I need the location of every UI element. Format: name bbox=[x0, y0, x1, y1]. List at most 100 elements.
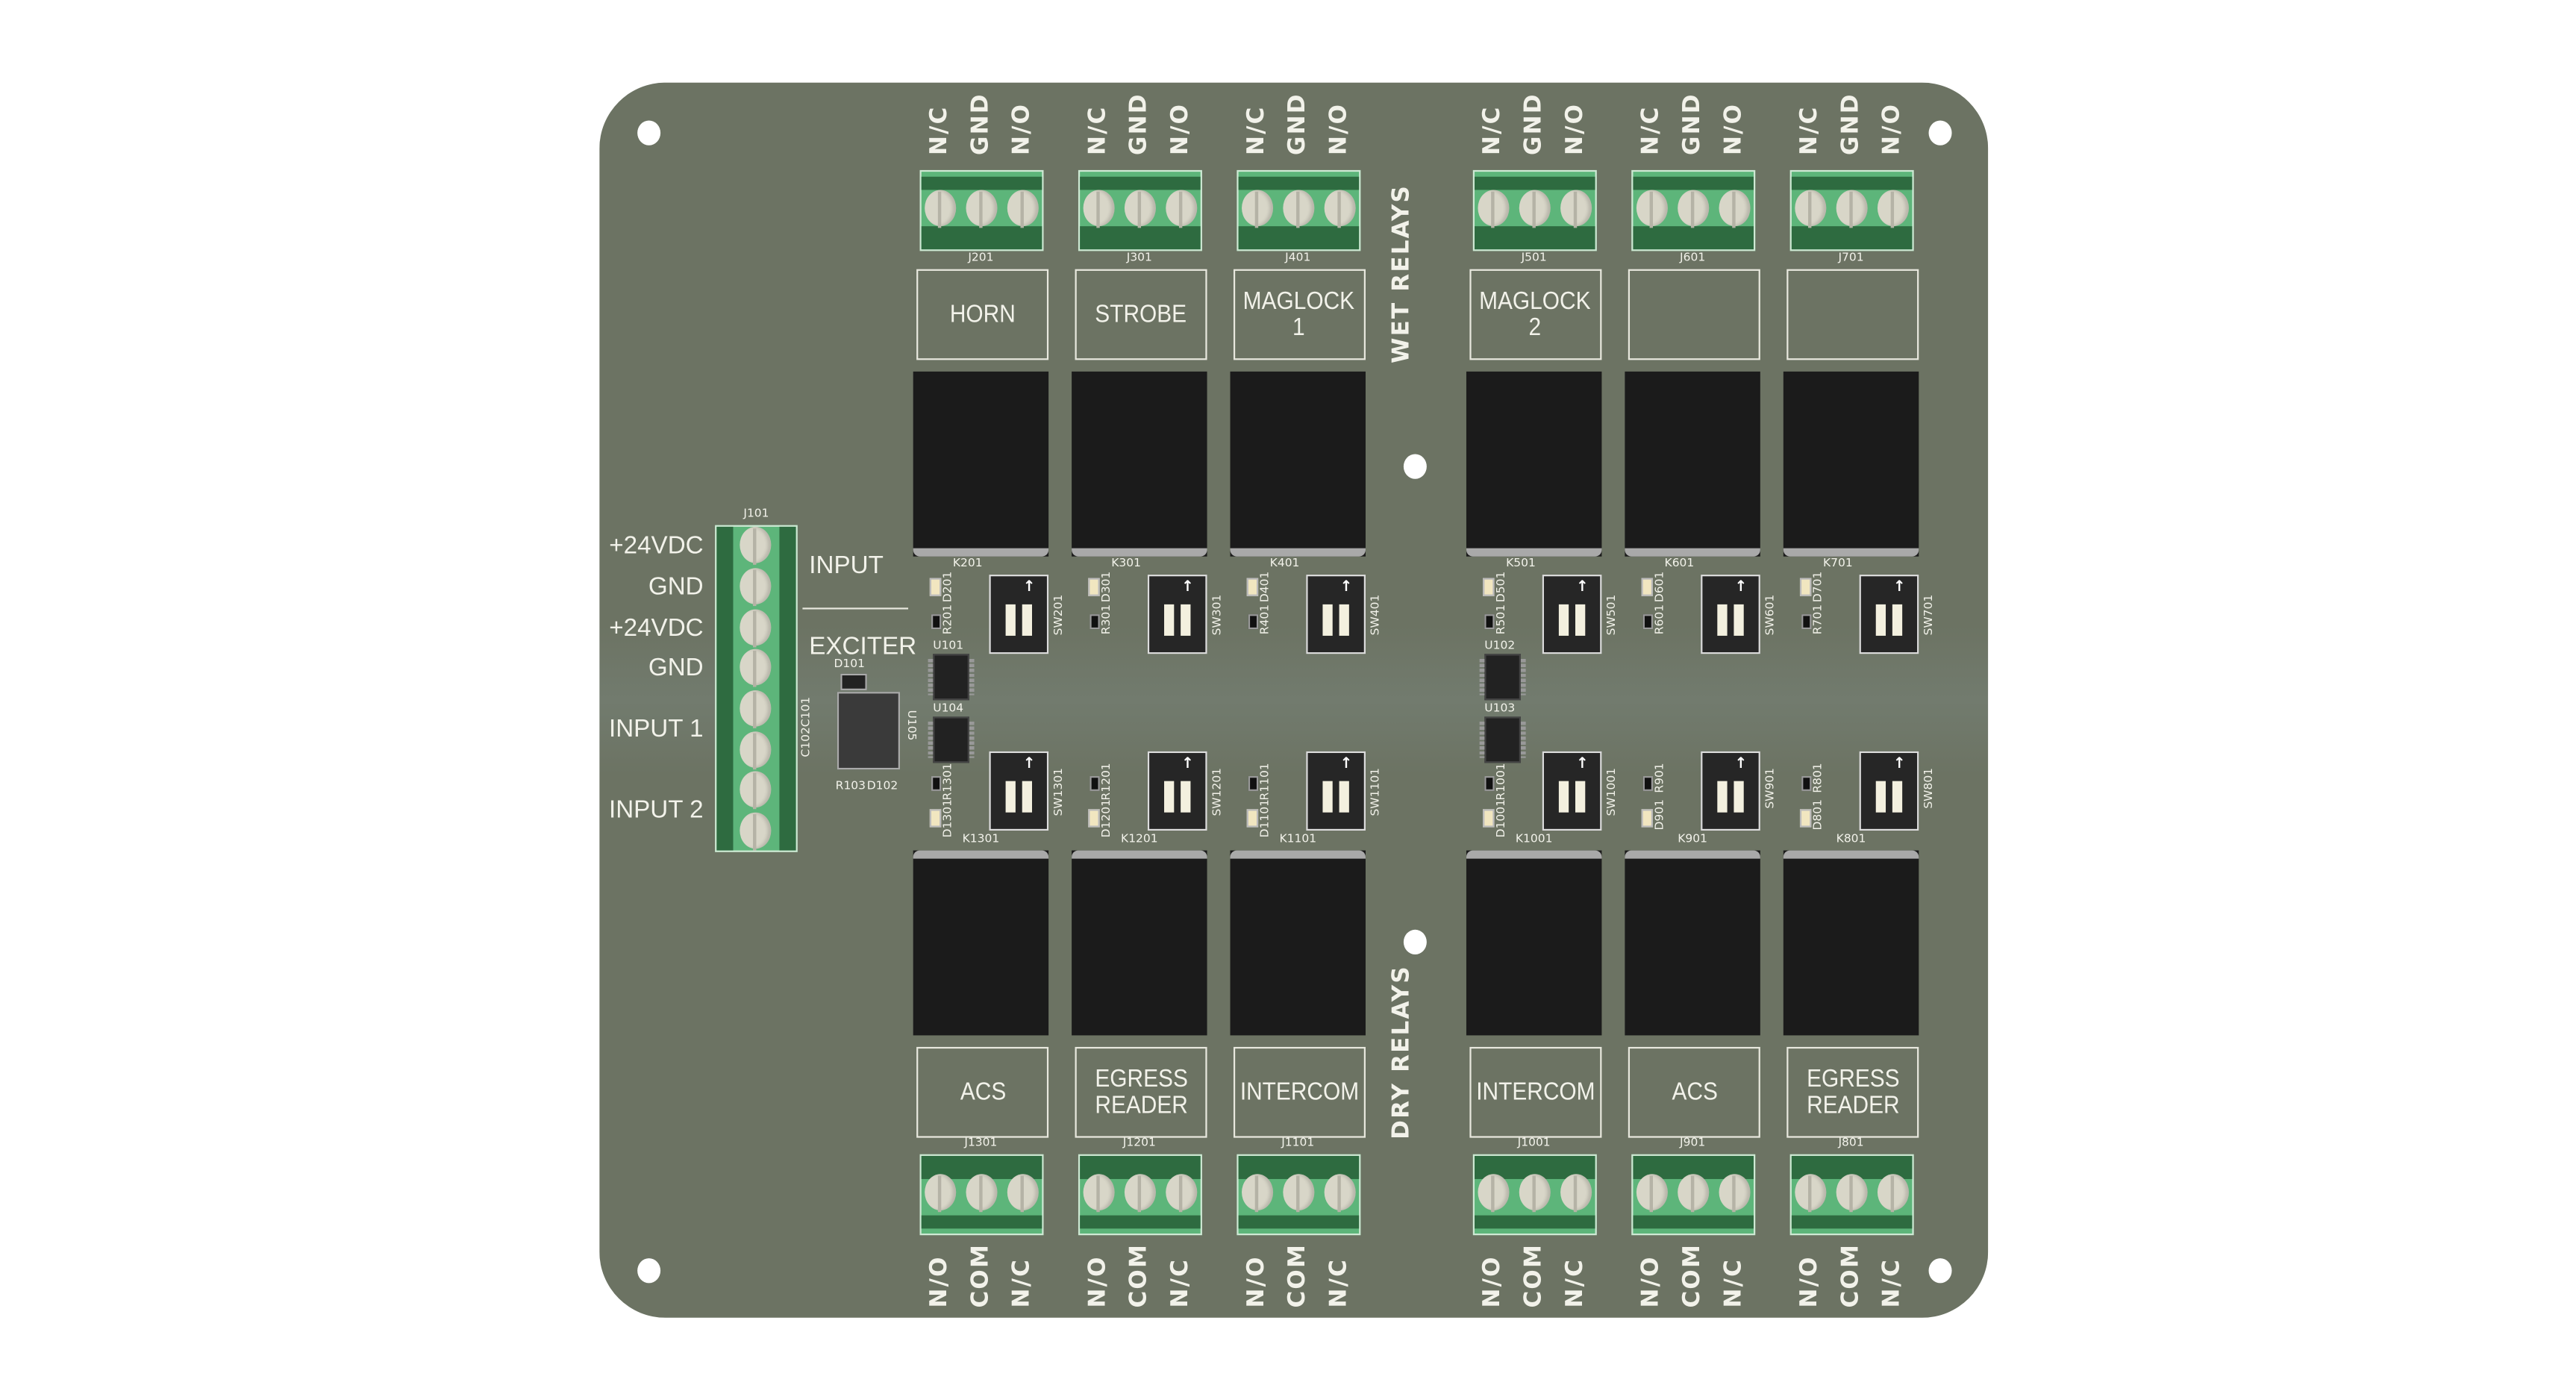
relay-k501 bbox=[1466, 371, 1602, 557]
switch-lever[interactable] bbox=[1339, 604, 1349, 636]
terminal-pin-label: N/C bbox=[1638, 105, 1665, 156]
dip-switch[interactable]: ↑ bbox=[1306, 751, 1366, 831]
arrow-up-icon: ↑ bbox=[1892, 756, 1906, 773]
mounting-hole bbox=[1403, 929, 1427, 954]
terminal-pin-label: N/C bbox=[1879, 1257, 1906, 1308]
switch-lever[interactable] bbox=[1734, 781, 1744, 813]
relay-k1301 bbox=[913, 850, 1049, 1036]
dip-switch[interactable]: ↑ bbox=[1542, 751, 1602, 831]
dip-switch[interactable]: ↑ bbox=[1701, 575, 1760, 654]
screw-terminal bbox=[1166, 1174, 1198, 1213]
terminal-pin-label: N/C bbox=[1325, 1257, 1353, 1308]
status-led bbox=[1799, 578, 1812, 596]
switch-lever[interactable] bbox=[1734, 604, 1744, 636]
terminal-pin-label: N/O bbox=[926, 1255, 953, 1308]
dip-switch[interactable]: ↑ bbox=[1859, 575, 1919, 654]
dip-switch[interactable]: ↑ bbox=[1542, 575, 1602, 654]
switch-lever[interactable] bbox=[1164, 781, 1175, 813]
switch-lever[interactable] bbox=[1022, 781, 1032, 813]
switch-lever[interactable] bbox=[1575, 604, 1586, 636]
channel-label-box: HORN bbox=[916, 269, 1049, 360]
pcb-board bbox=[599, 82, 1989, 1318]
terminal-pin-label: COM bbox=[1679, 1243, 1706, 1308]
switch-lever[interactable] bbox=[1558, 604, 1569, 636]
dip-switch[interactable]: ↑ bbox=[989, 575, 1049, 654]
relay-ref: K401 bbox=[1269, 556, 1300, 570]
led-ref: D801 bbox=[1811, 798, 1825, 831]
screw-terminal bbox=[1283, 190, 1315, 228]
terminal-pin-label: N/O bbox=[1720, 102, 1748, 156]
terminal-block-j401 bbox=[1237, 169, 1361, 251]
connector-ref: J501 bbox=[1521, 251, 1547, 265]
dip-switch[interactable]: ↑ bbox=[1147, 575, 1207, 654]
switch-lever[interactable] bbox=[1164, 604, 1175, 636]
u104-ref: U104 bbox=[933, 701, 964, 716]
arrow-up-icon: ↑ bbox=[1734, 579, 1748, 596]
led-ref: D501 bbox=[1494, 571, 1508, 603]
switch-lever[interactable] bbox=[1575, 781, 1586, 813]
dip-switch[interactable]: ↑ bbox=[989, 751, 1049, 831]
ic-u103 bbox=[1479, 716, 1526, 763]
switch-lever[interactable] bbox=[1181, 604, 1191, 636]
ic-u102 bbox=[1479, 654, 1526, 701]
exciter-chip bbox=[837, 692, 900, 770]
dip-switch[interactable]: ↑ bbox=[1859, 751, 1919, 831]
screw-terminal bbox=[740, 812, 772, 851]
connector-ref: J1101 bbox=[1281, 1136, 1315, 1150]
relay-ref: K1201 bbox=[1121, 832, 1158, 846]
switch-lever[interactable] bbox=[1558, 781, 1569, 813]
screw-terminal bbox=[1560, 1174, 1592, 1213]
terminal-pin-label: GND bbox=[1679, 93, 1706, 156]
terminal-pin-label: N/O bbox=[1879, 102, 1906, 156]
switch-lever[interactable] bbox=[1717, 781, 1728, 813]
screw-terminal bbox=[966, 1174, 998, 1213]
resistor-ref: R401 bbox=[1258, 604, 1272, 635]
input-label-gnd-2: GND bbox=[648, 654, 704, 682]
relay-ref: K701 bbox=[1822, 556, 1853, 570]
input-label-gnd-1: GND bbox=[648, 572, 704, 601]
terminal-pin-label: N/C bbox=[1796, 105, 1823, 156]
screw-terminal bbox=[1877, 190, 1909, 228]
mounting-hole bbox=[1403, 454, 1427, 479]
switch-lever[interactable] bbox=[1339, 781, 1349, 813]
switch-lever[interactable] bbox=[1892, 604, 1903, 636]
switch-ref: SW201 bbox=[1051, 594, 1066, 636]
terminal-pin-label: COM bbox=[1284, 1243, 1311, 1308]
resistor bbox=[1090, 614, 1100, 630]
channel-label-box: EGRESS READER bbox=[1786, 1046, 1919, 1138]
dip-switch[interactable]: ↑ bbox=[1306, 575, 1366, 654]
screw-terminal bbox=[1124, 190, 1156, 228]
terminal-pin-label: N/O bbox=[1167, 102, 1194, 156]
dip-switch[interactable]: ↑ bbox=[1701, 751, 1760, 831]
status-led bbox=[1483, 578, 1495, 596]
screw-terminal bbox=[1242, 190, 1274, 228]
resistor-ref: R501 bbox=[1494, 604, 1508, 635]
dip-switch[interactable]: ↑ bbox=[1147, 751, 1207, 831]
switch-lever[interactable] bbox=[1022, 604, 1032, 636]
terminal-pin-label: N/C bbox=[1009, 1257, 1036, 1308]
switch-lever[interactable] bbox=[1322, 604, 1333, 636]
switch-lever[interactable] bbox=[1717, 604, 1728, 636]
switch-lever[interactable] bbox=[1322, 781, 1333, 813]
terminal-pin-label: GND bbox=[1520, 93, 1548, 156]
relay-k401 bbox=[1230, 371, 1366, 557]
switch-lever[interactable] bbox=[1892, 781, 1903, 813]
channel-label: HORN bbox=[949, 299, 1016, 328]
switch-lever[interactable] bbox=[1181, 781, 1191, 813]
switch-ref: SW701 bbox=[1922, 594, 1936, 636]
screw-terminal bbox=[925, 1174, 957, 1213]
switch-ref: SW1301 bbox=[1051, 767, 1066, 816]
screw-terminal bbox=[1636, 190, 1668, 228]
arrow-up-icon: ↑ bbox=[1892, 579, 1906, 596]
switch-lever[interactable] bbox=[1875, 604, 1886, 636]
screw-terminal bbox=[1242, 1174, 1274, 1213]
terminal-pin-label: N/C bbox=[1479, 105, 1507, 156]
switch-lever[interactable] bbox=[1005, 781, 1016, 813]
arrow-up-icon: ↑ bbox=[1576, 579, 1589, 596]
relay-k701 bbox=[1783, 371, 1919, 557]
terminal-pin-label: N/O bbox=[1796, 1255, 1823, 1308]
relay-ref: K201 bbox=[952, 556, 983, 570]
switch-lever[interactable] bbox=[1005, 604, 1016, 636]
connector-ref: J701 bbox=[1838, 251, 1864, 265]
switch-lever[interactable] bbox=[1875, 781, 1886, 813]
